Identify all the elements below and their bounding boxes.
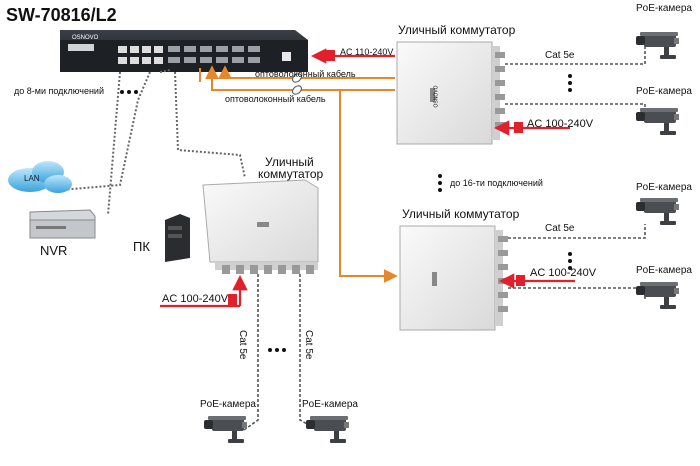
nvr-device [29, 209, 96, 239]
lan-cloud [8, 161, 72, 193]
enclosure-brand-top: OSNOVO [433, 85, 440, 108]
main-switch [60, 30, 308, 72]
power-arrows [160, 120, 575, 308]
copper-cables [59, 69, 246, 216]
street-switch-label-3a: Уличный [265, 155, 314, 169]
poe-camera-5 [204, 416, 247, 443]
cat5e-label-c: Cat 5e [237, 330, 248, 360]
enclosure-top [396, 41, 505, 145]
fiber-coupler-2 [292, 85, 302, 95]
cat5e-label-a: Cat 5e [545, 50, 575, 61]
cat5e-label-b: Cat 5e [545, 223, 575, 234]
street-switch-label-3b: коммутатор [258, 167, 324, 181]
nvr-label: NVR [40, 243, 68, 258]
pc-tower [165, 214, 190, 262]
up-to-16-label: до 16-ти подключений [450, 178, 543, 188]
lan-label: LAN [24, 174, 40, 183]
street-switch-label-2: Уличный коммутатор [402, 207, 520, 221]
fiber-coupler-1 [292, 73, 302, 83]
pc-label: ПК [133, 239, 150, 254]
poe-camera-3 [636, 198, 679, 225]
fiber-lines [199, 65, 398, 283]
ellipsis-dots [120, 74, 572, 352]
ac-label-middle: AC 100-240V [530, 267, 597, 279]
fiber-cable-label-2: оптоволоконный кабель [225, 94, 326, 104]
poe-camera-4 [636, 282, 679, 309]
poe-camera-label-6: PoE-камера [302, 399, 358, 410]
poe-camera-2 [636, 108, 679, 135]
ac-label-top: AC 100-240V [527, 118, 594, 130]
enclosure-left [202, 179, 319, 274]
poe-camera-label-3: PoE-камера [636, 182, 692, 193]
poe-camera-6 [306, 416, 349, 443]
main-power-line [310, 48, 395, 64]
switch-brand: OSNOVO [72, 35, 99, 41]
up-to-8-label: до 8-ми подключений [14, 86, 104, 96]
enclosure-middle [399, 225, 508, 331]
ac-label-main: AC 110-240V [340, 47, 394, 57]
cat5e-label-d: Cat 5e [303, 330, 314, 360]
ac-label-left: AC 100-240V [162, 293, 229, 305]
fiber-cable-label-1: оптоволоконный кабель [255, 69, 356, 79]
diagram-title: SW-70816/L2 [6, 5, 117, 25]
poe-camera-label-2: PoE-камера [636, 86, 692, 97]
poe-camera-label-5: PoE-камера [200, 399, 256, 410]
street-switch-label-1: Уличный коммутатор [398, 23, 516, 37]
poe-camera-1 [636, 32, 679, 59]
poe-camera-label-1: PoE-камера [636, 3, 692, 14]
poe-camera-label-4: PoE-камера [636, 265, 692, 276]
switch-ports [118, 46, 291, 64]
